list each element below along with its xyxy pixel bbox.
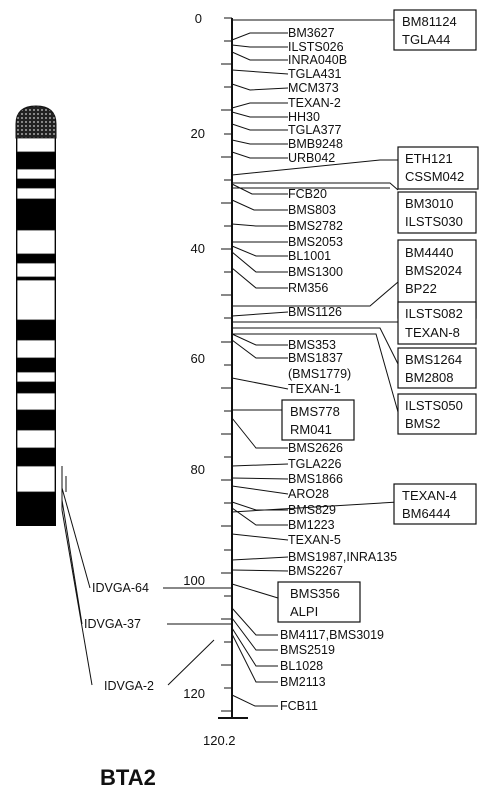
scale-tick-label: 0	[195, 11, 202, 26]
map-axis: 0 20 40 60 80 100 120 120.2	[183, 11, 248, 748]
marker-box: TEXAN-4 BM6444	[393, 483, 477, 525]
marker-box: ILSTS082 TEXAN-8	[397, 301, 477, 345]
box-connectors	[231, 19, 399, 599]
marker-label: BMS2267	[288, 564, 343, 578]
marker-label: FCB11	[280, 699, 318, 713]
chromosome-bands	[16, 137, 56, 493]
box-marker-label: BM4440	[405, 245, 453, 260]
marker-label: TEXAN-1	[288, 382, 341, 396]
box-marker-label: BM81124	[402, 14, 457, 29]
marker-box: BMS356 ALPI	[277, 581, 361, 623]
marker-label: BMS353	[288, 338, 336, 352]
marker-label: BL1028	[280, 659, 323, 673]
box-marker-label: TEXAN-4	[402, 488, 457, 503]
box-marker-label: ILSTS082	[405, 306, 463, 321]
box-marker-label: BMS1264	[405, 352, 462, 367]
marker-label: BMS1300	[288, 265, 343, 279]
marker-box: BMS1264 BM2808	[397, 347, 477, 389]
marker-label: BMS1837	[288, 351, 343, 365]
marker-box: ETH121 CSSM042	[397, 146, 479, 190]
box-marker-label: BMS2	[405, 416, 440, 431]
marker-label: BM3627	[288, 26, 335, 40]
scale-tick-label: 80	[191, 462, 205, 477]
box-marker-label: ETH121	[405, 151, 453, 166]
boxed-markers: BM81124 TGLA44 ETH121 CSSM042 BM3010 ILS…	[277, 9, 479, 623]
idvga-label: IDVGA-2	[104, 679, 154, 693]
marker-label: BMS2519	[280, 643, 335, 657]
marker-label: BMS2626	[288, 441, 343, 455]
marker-box: BM81124 TGLA44	[393, 9, 477, 51]
chromosome-body	[16, 138, 56, 526]
idvga-label: IDVGA-64	[92, 581, 149, 595]
chromosome-title: BTA2	[100, 765, 156, 790]
box-marker-label: BM6444	[402, 506, 450, 521]
box-marker-label: BP22	[405, 281, 437, 296]
marker-label: BL1001	[288, 249, 331, 263]
box-marker-label: RM041	[290, 422, 332, 437]
marker-label: BM2113	[280, 675, 326, 689]
marker-label: BMS2053	[288, 235, 343, 249]
marker-label: RM356	[288, 281, 328, 295]
box-marker-label: BM3010	[405, 196, 453, 211]
box-marker-label: BMS778	[290, 404, 340, 419]
chromosome-ideogram	[15, 105, 57, 526]
marker-label: ARO28	[288, 487, 329, 501]
marker-label: BM1223	[288, 518, 335, 532]
marker-label: BMB9248	[288, 137, 343, 151]
marker-label: TGLA226	[288, 457, 342, 471]
centromere-cap	[15, 105, 57, 139]
marker-box: BM3010 ILSTS030	[397, 191, 477, 234]
box-marker-label: BMS356	[290, 586, 340, 601]
scale-tick-label: 120	[183, 686, 205, 701]
marker-labels: BM3627 ILSTS026 INRA040B TGLA431 MCM373 …	[280, 26, 397, 713]
marker-connectors	[231, 32, 289, 707]
box-marker-label: BM2808	[405, 370, 453, 385]
marker-label: (BMS1779)	[288, 367, 351, 381]
marker-label: TEXAN-2	[288, 96, 341, 110]
marker-label: TGLA377	[288, 123, 342, 137]
scale-tick-label: 60	[191, 351, 205, 366]
marker-label: BMS2782	[288, 219, 343, 233]
marker-label: MCM373	[288, 81, 339, 95]
scale-end-label: 120.2	[203, 733, 236, 748]
marker-label: TGLA431	[288, 67, 342, 81]
box-marker-label: ILSTS030	[405, 214, 463, 229]
box-marker-label: ALPI	[290, 604, 318, 619]
box-marker-label: ILSTS050	[405, 398, 463, 413]
idvga-label: IDVGA-37	[84, 617, 141, 631]
marker-label: ILSTS026	[288, 40, 344, 54]
bracket-lines	[61, 466, 93, 686]
box-marker-label: TEXAN-8	[405, 325, 460, 340]
marker-label: BMS829	[288, 503, 336, 517]
marker-label: INRA040B	[288, 53, 347, 67]
marker-label: TEXAN-5	[288, 533, 341, 547]
idvga-labels: IDVGA-64 IDVGA-37 IDVGA-2	[84, 581, 232, 693]
marker-label: BMS1987,INRA135	[288, 550, 397, 564]
marker-label: BM4117,BMS3019	[280, 628, 384, 642]
marker-label: BMS1126	[288, 305, 342, 319]
scale-tick-label: 100	[183, 573, 205, 588]
scale-tick-label: 40	[191, 241, 205, 256]
marker-label: HH30	[288, 110, 320, 124]
box-marker-label: BMS2024	[405, 263, 462, 278]
marker-box: ILSTS050 BMS2	[397, 393, 477, 435]
marker-label: BMS1866	[288, 472, 343, 486]
scale-tick-label: 20	[191, 126, 205, 141]
marker-label: FCB20	[288, 187, 327, 201]
marker-box: BMS778 RM041	[281, 399, 355, 441]
marker-label: BMS803	[288, 203, 336, 217]
marker-label: URB042	[288, 151, 335, 165]
box-marker-label: TGLA44	[402, 32, 450, 47]
box-marker-label: CSSM042	[405, 169, 464, 184]
